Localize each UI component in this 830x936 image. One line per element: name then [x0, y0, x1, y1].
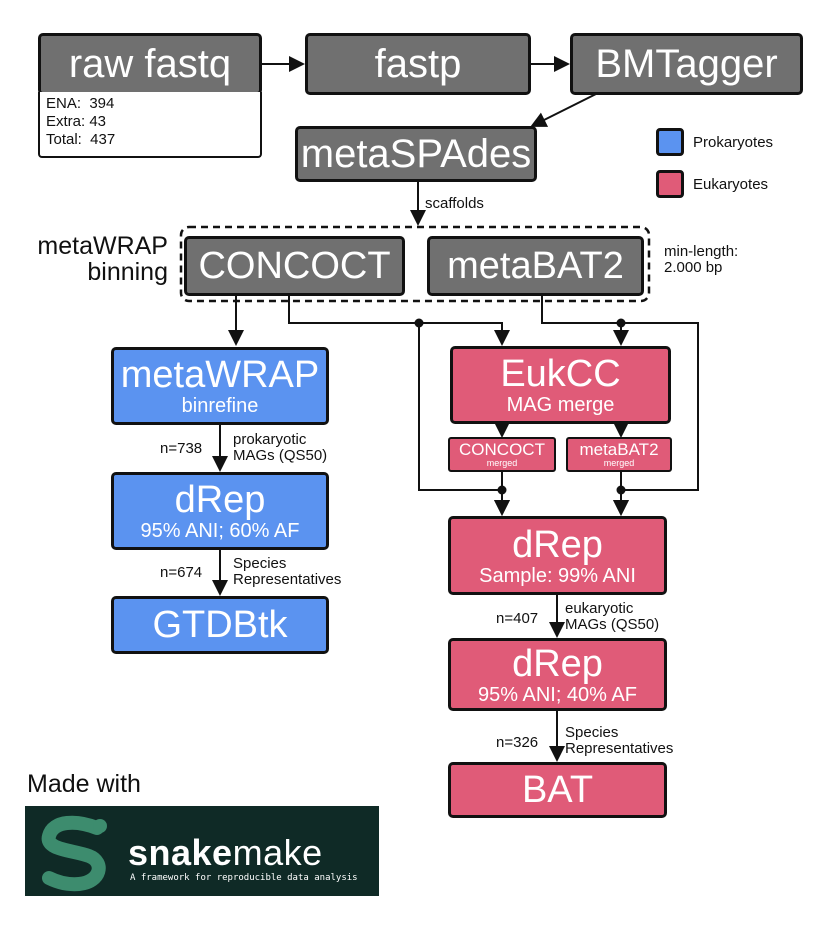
- n738-label: n=738: [160, 440, 203, 457]
- snakemake-wordmark: snakemake: [128, 832, 323, 874]
- eukcc-node: EukCC MAG merge: [450, 346, 671, 424]
- n326-label: n=326: [496, 734, 539, 751]
- drep-eukaryote-node: dRep 95% ANI; 40% AF: [448, 638, 667, 711]
- gtdbtk-node: GTDBtk: [111, 596, 329, 654]
- prokaryotic-mags-label: prokaryotic MAGs (QS50): [233, 431, 328, 464]
- drep-prokaryote-node: dRep 95% ANI; 60% AF: [111, 472, 329, 550]
- total-count: Total: 437: [46, 131, 116, 148]
- eukaryotic-mags-label: eukaryotic MAGs (QS50): [565, 600, 660, 633]
- eukcc-label: EukCC: [500, 353, 621, 395]
- metabat2-merged-label: metaBAT2: [579, 440, 659, 459]
- drep-sample-label: dRep: [512, 523, 603, 566]
- drep-prokaryote-params: 95% ANI; 60% AF: [140, 520, 300, 542]
- prokaryotes-legend-label: Prokaryotes: [693, 134, 774, 151]
- bmtagger-label: BMTagger: [595, 42, 778, 86]
- snakemake-logo: [25, 806, 379, 896]
- ena-count: ENA: 394: [46, 95, 115, 112]
- drep-prokaryote-label: dRep: [174, 479, 266, 521]
- gtdbtk-label: GTDBtk: [152, 604, 288, 646]
- drep-eukaryote-params: 95% ANI; 40% AF: [478, 683, 637, 706]
- metaspades-label: metaSPAdes: [300, 132, 532, 176]
- prokaryotes-legend-swatch: [656, 128, 684, 156]
- fastp-node: fastp: [305, 33, 531, 95]
- metabat2-merged-node: metaBAT2 merged: [566, 437, 672, 472]
- concoct-merged-label: CONCOCT: [459, 440, 545, 459]
- bat-node: BAT: [448, 762, 667, 818]
- eukaryotes-legend-label: Eukaryotes: [693, 176, 769, 193]
- concoct-merged-sublabel: merged: [486, 458, 518, 468]
- bmtagger-node: BMTagger: [570, 33, 803, 95]
- n674-label: n=674: [160, 564, 203, 581]
- extra-count: Extra: 43: [46, 113, 107, 130]
- drep-sample-params: Sample: 99% ANI: [479, 564, 636, 587]
- made-with-label: Made with: [27, 770, 141, 798]
- species-representatives-euk-label: Species Representatives: [565, 724, 674, 757]
- concoct-node: CONCOCT: [184, 236, 405, 296]
- metabat2-merged-sublabel: merged: [603, 458, 635, 468]
- snakemake-word-bold: snake: [128, 832, 233, 873]
- scaffolds-label: scaffolds: [425, 195, 484, 212]
- metawrap-label: metaWRAP: [120, 354, 320, 396]
- concoct-label: CONCOCT: [198, 245, 391, 287]
- metabat2-node: metaBAT2: [427, 236, 644, 296]
- drep-eukaryote-label: dRep: [512, 642, 603, 685]
- bat-label: BAT: [521, 769, 594, 811]
- concoct-merged-node: CONCOCT merged: [448, 437, 556, 472]
- snakemake-tagline: A framework for reproducible data analys…: [130, 873, 358, 883]
- binrefine-label: binrefine: [181, 395, 259, 417]
- fastq-counts-box: ENA: 394 Extra: 43 Total: 437: [38, 92, 262, 158]
- raw-fastq-label: raw fastq: [68, 42, 232, 86]
- snakemake-word-light: make: [232, 832, 323, 873]
- species-representatives-prok-label: Species Representatives: [233, 555, 342, 588]
- drep-sample-node: dRep Sample: 99% ANI: [448, 516, 667, 595]
- metaspades-node: metaSPAdes: [295, 126, 537, 182]
- mag-merge-label: MAG merge: [506, 394, 615, 416]
- metabat2-label: metaBAT2: [447, 245, 624, 287]
- metawrap-binrefine-node: metaWRAP binrefine: [111, 347, 329, 425]
- metawrap-binning-label: metaWRAP binning: [37, 232, 168, 287]
- n407-label: n=407: [496, 610, 539, 627]
- raw-fastq-node: raw fastq: [38, 33, 262, 95]
- fastp-label: fastp: [374, 42, 462, 86]
- eukaryotes-legend-swatch: [656, 170, 684, 198]
- snakemake-snake-icon: [41, 815, 107, 892]
- min-length-label: min-length: 2.000 bp: [664, 243, 739, 276]
